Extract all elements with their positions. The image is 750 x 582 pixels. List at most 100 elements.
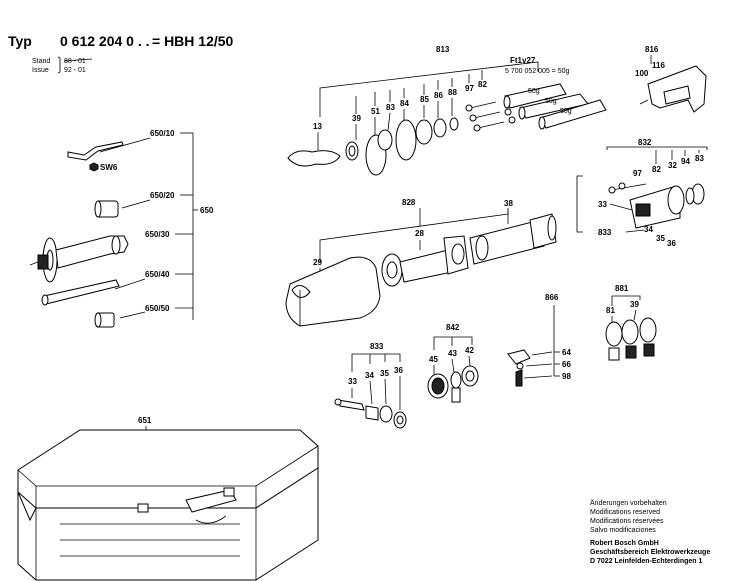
label-100: 100 (635, 69, 649, 78)
issue-value: 92 - 01 (64, 67, 86, 74)
hex-symbol-icon (89, 162, 99, 172)
footer-line-4: Salvo modificaciones (590, 527, 656, 534)
model-name: = HBH 12/50 (152, 33, 234, 49)
label-97-right: 97 (633, 169, 642, 178)
label-833-right: 833 (598, 228, 612, 237)
motor-housing-part (285, 213, 557, 327)
label-ft: Ft1v27 (510, 56, 536, 65)
ring-85-part (415, 119, 433, 145)
carrying-case-part (17, 429, 319, 581)
stand-strike (63, 58, 93, 62)
label-813: 813 (436, 45, 450, 54)
typ-number: 0 612 204 0 . . (60, 33, 150, 49)
gear-spring-part (427, 365, 479, 403)
screws-part (465, 101, 516, 132)
label-86: 86 (434, 91, 443, 100)
label-828: 828 (402, 198, 416, 207)
label-816: 816 (645, 45, 659, 54)
group-842-bracket (433, 336, 473, 350)
label-38: 38 (504, 199, 513, 208)
label-grease: 5 700 052 005 = 50g (505, 68, 570, 75)
label-82-right: 82 (652, 165, 661, 174)
label-94: 94 (681, 157, 690, 166)
label-66: 66 (562, 360, 571, 369)
label-50g-a: 50g (528, 88, 540, 95)
label-866: 866 (545, 293, 559, 302)
label-83-right: 83 (695, 154, 704, 163)
label-34-lower: 34 (365, 371, 374, 380)
label-13: 13 (313, 122, 322, 131)
label-36-right: 36 (667, 239, 676, 248)
footer-division: Geschäftsbereich Elektrowerkzeuge (590, 549, 710, 556)
label-650-10: 650/10 (150, 129, 175, 138)
label-33-right: 33 (598, 200, 607, 209)
label-64: 64 (562, 348, 571, 357)
label-97-top: 97 (465, 84, 474, 93)
label-881: 881 (615, 284, 629, 293)
label-36-lower: 36 (394, 366, 403, 375)
auxiliary-handle-part (29, 235, 129, 283)
label-116: 116 (652, 61, 665, 70)
label-82-top: 82 (478, 80, 487, 89)
label-51: 51 (371, 107, 380, 116)
label-84: 84 (400, 99, 409, 108)
label-88: 88 (448, 88, 457, 97)
label-85: 85 (420, 95, 429, 104)
label-50g-c: 50g (560, 108, 572, 115)
ring-88-part (449, 117, 459, 131)
group-832-bracket (606, 146, 708, 150)
label-83-top: 83 (386, 103, 395, 112)
label-50g-b: 50g (545, 98, 557, 105)
label-833-lower: 833 (370, 342, 384, 351)
ring-86-part (433, 118, 447, 138)
label-39-top: 39 (352, 114, 361, 123)
depth-rod-part (43, 279, 120, 305)
label-39-right: 39 (630, 300, 639, 309)
stand-value: 88 - 01 (64, 58, 86, 65)
label-81: 81 (606, 306, 615, 315)
footer-company: Robert Bosch GmbH (590, 540, 659, 547)
label-832: 832 (638, 138, 652, 147)
footer-line-1: Änderungen vorbehalten (590, 499, 667, 507)
label-35-right: 35 (656, 234, 665, 243)
rear-handle-part (639, 65, 707, 113)
ring-83-part (377, 129, 393, 151)
typ-label: Typ (8, 33, 32, 49)
label-45: 45 (429, 355, 438, 364)
group-881-bracket (611, 295, 641, 306)
switch-assembly-part (608, 182, 705, 229)
switch-lever-part (507, 349, 531, 387)
group-833-lower-bracket (351, 353, 401, 372)
label-650: 650 (200, 206, 214, 215)
label-34-right: 34 (644, 225, 653, 234)
label-842: 842 (446, 323, 460, 332)
grease-tubes-part (503, 83, 607, 130)
label-651: 651 (138, 416, 152, 425)
header-brace (57, 56, 61, 74)
label-35-lower: 35 (380, 369, 389, 378)
hex-key-part (67, 141, 124, 161)
label-650-20: 650/20 (150, 191, 175, 200)
label-29: 29 (313, 258, 322, 267)
felt-seal-part (287, 150, 341, 167)
label-650-40: 650/40 (145, 270, 170, 279)
label-43: 43 (448, 349, 457, 358)
label-33-lower: 33 (348, 377, 357, 386)
footer-line-2: Modifications reserved (590, 509, 660, 516)
ring-84-part (395, 119, 417, 161)
footer-line-3: Modifications réservées (590, 518, 664, 525)
label-650-50: 650/50 (145, 304, 170, 313)
piston-assembly-part (334, 398, 407, 429)
stand-label: Stand (32, 58, 50, 65)
footer-address: D 7022 Leinfelden-Echterdingen 1 (590, 558, 703, 565)
label-28: 28 (415, 229, 424, 238)
label-650-30: 650/30 (145, 230, 170, 239)
label-32: 32 (668, 161, 677, 170)
issue-label: Issue (32, 67, 49, 74)
label-42: 42 (465, 346, 474, 355)
group-833-right-bracket (576, 175, 583, 233)
group-813-bracket (319, 61, 539, 93)
brush-set-part (605, 317, 657, 361)
label-sw6: SW6 (100, 163, 118, 172)
